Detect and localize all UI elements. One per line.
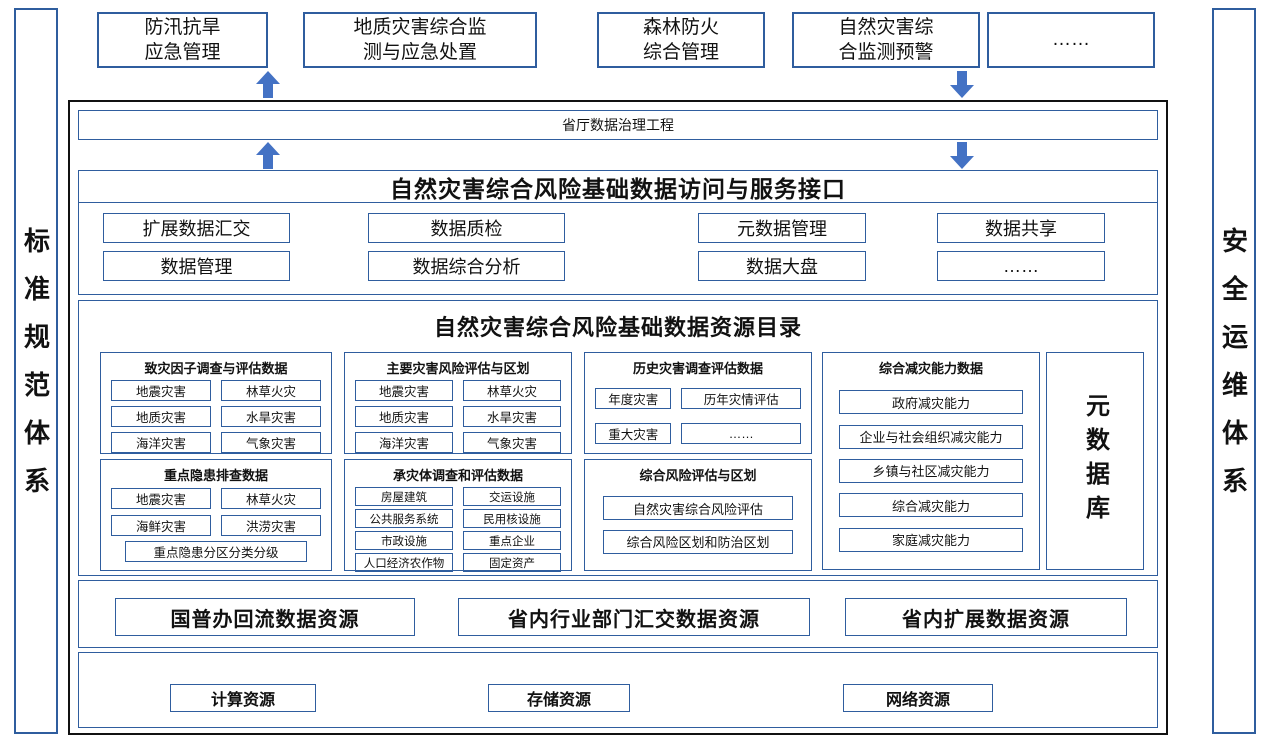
data-item: 政府减灾能力: [839, 390, 1023, 415]
group-bearing-body: 承灾体调查和评估数据 房屋建筑 交运设施 公共服务系统 民用核设施 市政设施 重…: [344, 459, 572, 572]
data-item: 民用核设施: [463, 509, 561, 528]
right-pillar-security-ops: 安全运维体系: [1212, 8, 1256, 734]
app-box-flood-drought: 防汛抗旱 应急管理: [97, 12, 268, 68]
data-item: 林草火灾: [463, 380, 561, 401]
data-item: 家庭减灾能力: [839, 527, 1023, 552]
service-box-metadata-mgmt: 元数据管理: [698, 213, 866, 243]
data-item: 房屋建筑: [355, 487, 453, 506]
data-item: 气象灾害: [463, 432, 561, 453]
resource-storage: 存储资源: [488, 684, 630, 712]
group-mitigation-capability: 综合减灾能力数据 政府减灾能力 企业与社会组织减灾能力 乡镇与社区减灾能力 综合…: [822, 352, 1040, 570]
data-item: 地震灾害: [111, 487, 211, 509]
app-box-forest-fire: 森林防火 综合管理: [597, 12, 765, 68]
app-box-ellipsis: ……: [987, 12, 1155, 68]
data-item: 市政设施: [355, 531, 453, 550]
data-item: 乡镇与社区减灾能力: [839, 458, 1023, 483]
data-item: 重点企业: [463, 531, 561, 550]
data-item: 气象灾害: [221, 432, 321, 453]
data-item: 公共服务系统: [355, 509, 453, 528]
arrow-down-icon: [950, 142, 974, 169]
group-title: 承灾体调查和评估数据: [392, 468, 523, 483]
service-box-data-dashboard: 数据大盘: [698, 251, 866, 281]
data-item: 地震灾害: [355, 380, 453, 401]
data-item: 地质灾害: [111, 406, 211, 427]
resource-network: 网络资源: [843, 684, 993, 712]
metadata-database: 元数据库: [1046, 352, 1144, 570]
service-layer-title: 自然灾害综合风险基础数据访问与服务接口: [78, 170, 1158, 203]
service-box-data-analysis: 数据综合分析: [368, 251, 565, 281]
data-item: 企业与社会组织减灾能力: [839, 424, 1023, 449]
data-item: 海鲜灾害: [111, 514, 211, 536]
metadata-database-label: 元数据库: [1081, 393, 1109, 529]
data-item: 交运设施: [463, 487, 561, 506]
app-box-monitor-warning: 自然灾害综 合监测预警: [792, 12, 980, 68]
arrow-up-icon: [256, 71, 280, 98]
group-major-risk: 主要灾害风险评估与区划 地震灾害 林草火灾 地质灾害 水旱灾害 海洋灾害 气象灾…: [344, 352, 572, 454]
data-item: 水旱灾害: [463, 406, 561, 427]
data-item: 综合减灾能力: [839, 493, 1023, 518]
data-item: 固定资产: [463, 553, 561, 572]
data-source-provincial-dept: 省内行业部门汇交数据资源: [458, 598, 810, 636]
data-item: 海洋灾害: [111, 432, 211, 453]
arrow-up-icon: [256, 142, 280, 169]
data-item: ……: [681, 423, 801, 444]
left-pillar-standards: 标准规范体系: [14, 8, 58, 734]
data-item: 地震灾害: [111, 380, 211, 401]
app-box-geological: 地质灾害综合监 测与应急处置: [303, 12, 537, 68]
service-box-data-qc: 数据质检: [368, 213, 565, 243]
data-item: 洪涝灾害: [221, 514, 321, 536]
catalog-title: 自然灾害综合风险基础数据资源目录: [433, 315, 802, 340]
data-item: 地质灾害: [355, 406, 453, 427]
group-title: 重点隐患排查数据: [163, 468, 268, 483]
service-box-data-mgmt: 数据管理: [103, 251, 290, 281]
data-item: 人口经济农作物: [355, 553, 453, 572]
group-hazard-factor: 致灾因子调查与评估数据 地震灾害 林草火灾 地质灾害 水旱灾害 海洋灾害 气象灾…: [100, 352, 332, 454]
group-title: 历史灾害调查评估数据: [632, 361, 763, 376]
data-item: 重大灾害: [595, 423, 672, 444]
data-item: 自然灾害综合风险评估: [603, 496, 793, 521]
group-title: 致灾因子调查与评估数据: [144, 361, 288, 376]
group-hidden-danger: 重点隐患排查数据 地震灾害 林草火灾 海鲜灾害 洪涝灾害 重点隐患分区分类分级: [100, 459, 332, 571]
service-box-ellipsis: ……: [937, 251, 1105, 281]
group-title: 综合减灾能力数据: [878, 361, 983, 376]
data-item: 林草火灾: [221, 380, 321, 401]
group-comprehensive-risk: 综合风险评估与区划 自然灾害综合风险评估 综合风险区划和防治区划: [584, 459, 812, 571]
service-box-data-submission: 扩展数据汇交: [103, 213, 290, 243]
group-historical: 历史灾害调查评估数据 年度灾害 历年灾情评估 重大灾害 ……: [584, 352, 812, 454]
data-source-national: 国普办回流数据资源: [115, 598, 415, 636]
data-item: 水旱灾害: [221, 406, 321, 427]
data-item: 海洋灾害: [355, 432, 453, 453]
arrow-down-icon: [950, 71, 974, 98]
data-item: 年度灾害: [595, 388, 672, 409]
group-title: 主要灾害风险评估与区划: [386, 361, 530, 376]
data-item: 林草火灾: [221, 487, 321, 509]
left-pillar-label: 标准规范体系: [20, 227, 51, 515]
data-item: 历年灾情评估: [681, 388, 801, 409]
resource-compute: 计算资源: [170, 684, 316, 712]
data-item: 重点隐患分区分类分级: [125, 541, 307, 563]
service-box-data-sharing: 数据共享: [937, 213, 1105, 243]
group-title: 综合风险评估与区划: [639, 468, 757, 483]
data-item: 综合风险区划和防治区划: [603, 529, 793, 554]
right-pillar-label: 安全运维体系: [1218, 227, 1249, 515]
data-source-provincial-ext: 省内扩展数据资源: [845, 598, 1127, 636]
governance-bar: 省厅数据治理工程: [78, 110, 1158, 140]
